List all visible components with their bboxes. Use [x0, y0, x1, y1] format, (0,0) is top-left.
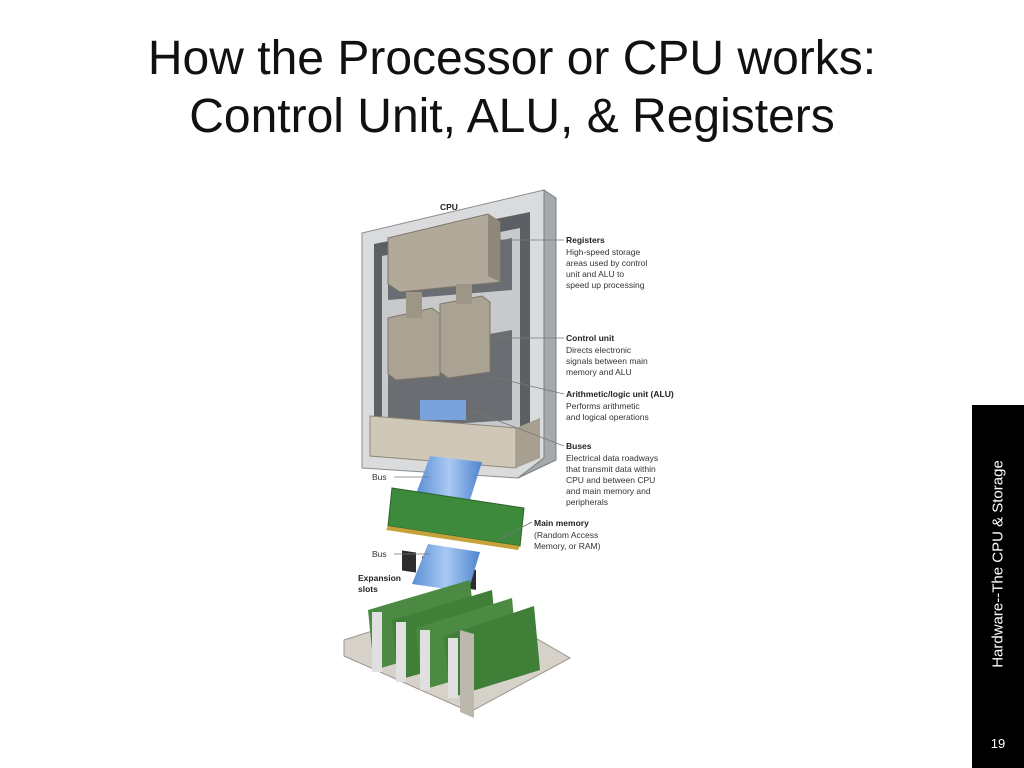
slide-title: How the Processor or CPU works: Control … — [0, 30, 1024, 146]
svg-text:peripherals: peripherals — [566, 497, 608, 507]
svg-text:High-speed storage: High-speed storage — [566, 247, 640, 257]
callout-buses: Buses Electrical data roadways that tran… — [566, 441, 658, 507]
svg-text:Buses: Buses — [566, 441, 592, 451]
slide-number: 19 — [990, 736, 1006, 751]
expansion-slots-label-line2: slots — [358, 584, 378, 594]
svg-text:Registers: Registers — [566, 235, 605, 245]
expansion-slots — [343, 580, 572, 718]
svg-text:Arithmetic/logic unit (ALU): Arithmetic/logic unit (ALU) — [566, 389, 674, 399]
svg-text:(Random Access: (Random Access — [534, 530, 598, 540]
cpu-label: CPU — [440, 202, 458, 212]
svg-text:signals between main: signals between main — [566, 356, 648, 366]
svg-text:Main memory: Main memory — [534, 518, 589, 528]
svg-text:Control unit: Control unit — [566, 333, 614, 343]
bus-ribbon-lower — [412, 544, 480, 592]
title-line-1: How the Processor or CPU works: — [147, 32, 877, 85]
svg-text:Directs electronic: Directs electronic — [566, 345, 632, 355]
svg-text:unit and ALU to: unit and ALU to — [566, 269, 624, 279]
bus-label-upper: Bus — [372, 472, 387, 482]
svg-text:and logical operations: and logical operations — [566, 412, 649, 422]
svg-text:Performs arithmetic: Performs arithmetic — [566, 401, 640, 411]
title-line-2: Control Unit, ALU, & Registers — [189, 90, 835, 143]
svg-text:and main memory and: and main memory and — [566, 486, 651, 496]
cpu-chip — [361, 189, 557, 479]
callout-alu: Arithmetic/logic unit (ALU) Performs ari… — [566, 389, 674, 422]
callout-registers: Registers High-speed storage areas used … — [566, 235, 647, 290]
bus-ribbon-upper — [416, 456, 482, 500]
callout-main-memory: Main memory (Random Access Memory, or RA… — [534, 518, 601, 551]
svg-text:CPU and between CPU: CPU and between CPU — [566, 475, 655, 485]
bus-label-lower: Bus — [372, 549, 387, 559]
side-section-label: Hardware--The CPU & Storage — [989, 460, 1007, 668]
svg-text:areas used by control: areas used by control — [566, 258, 647, 268]
svg-text:that transmit data within: that transmit data within — [566, 464, 656, 474]
svg-text:Electrical data roadways: Electrical data roadways — [566, 453, 658, 463]
svg-text:speed up processing: speed up processing — [566, 280, 645, 290]
leader-lines — [394, 239, 565, 555]
callout-control-unit: Control unit Directs electronic signals … — [566, 333, 648, 377]
svg-text:memory and ALU: memory and ALU — [566, 367, 632, 377]
expansion-slots-label-line1: Expansion — [358, 573, 401, 583]
side-panel — [972, 405, 1024, 768]
svg-text:Memory, or RAM): Memory, or RAM) — [534, 541, 601, 551]
